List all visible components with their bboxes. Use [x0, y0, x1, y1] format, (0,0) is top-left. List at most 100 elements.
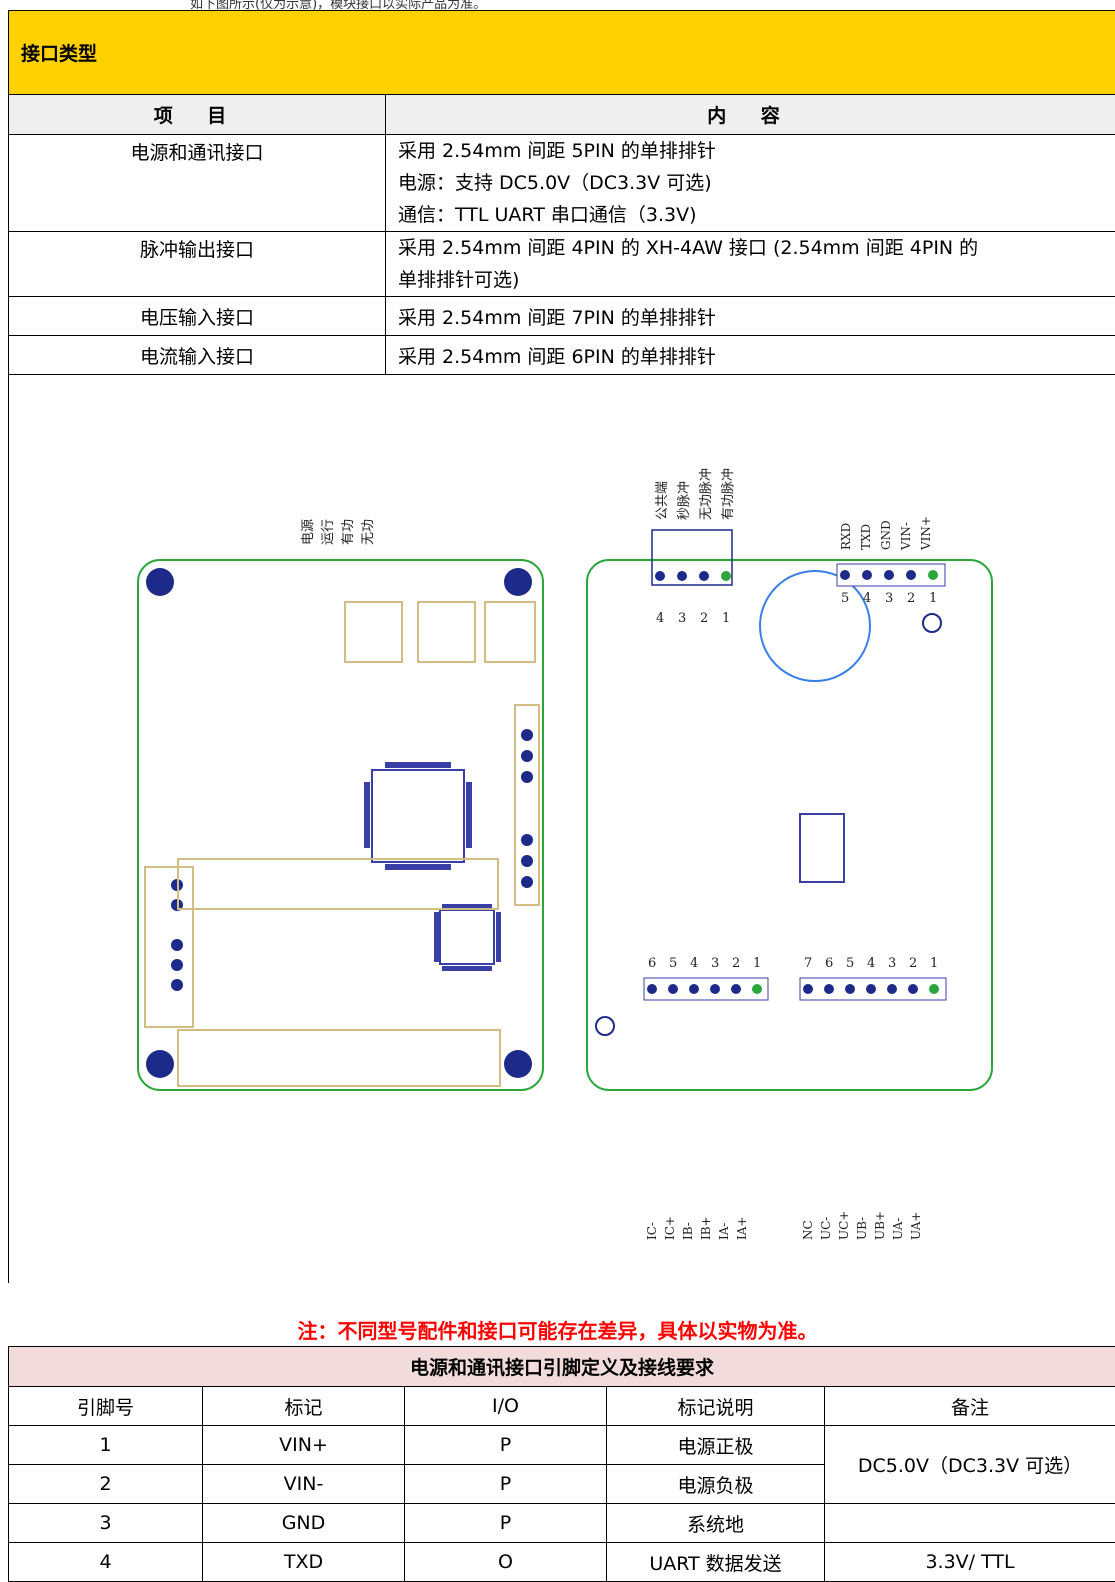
pcb-label: IB+	[699, 1216, 713, 1240]
pcb-label: 电源	[301, 519, 316, 545]
pcb-label: 1	[930, 956, 938, 971]
pin-dot	[887, 984, 897, 994]
pin-dot	[929, 984, 939, 994]
pcb-label: GND	[879, 520, 893, 550]
cell: P	[405, 1504, 607, 1543]
pin-dot	[710, 984, 720, 994]
cell: VIN-	[203, 1465, 405, 1504]
content-line: 采用 2.54mm 间距 4PIN 的 XH-4AW 接口 (2.54mm 间距…	[398, 232, 1103, 264]
cell: 电源正极	[607, 1426, 825, 1465]
left-board-outline	[138, 560, 543, 1090]
cell: 1	[9, 1426, 203, 1465]
item-voltage: 电压输入接口	[9, 297, 386, 336]
content-line: 采用 2.54mm 间距 5PIN 的单排排针	[398, 135, 1103, 167]
header-mark: 标记	[203, 1387, 405, 1426]
pcb-label: IC-	[645, 1222, 659, 1240]
pin-dot	[647, 984, 657, 994]
buzzer	[760, 571, 870, 681]
cell: 2	[9, 1465, 203, 1504]
current-header	[644, 978, 768, 1000]
pin-dot	[689, 984, 699, 994]
metering-chip	[434, 904, 501, 971]
right-header-connector	[515, 705, 539, 905]
cell: GND	[203, 1504, 405, 1543]
pcb-label: 5	[669, 956, 677, 971]
pcb-label: VIN+	[919, 516, 933, 551]
pin-dot	[824, 984, 834, 994]
resistor-array	[178, 859, 500, 1086]
pcb-label: 无功脉冲	[699, 468, 714, 520]
pcb-label: 6	[648, 956, 656, 971]
pcb-label: 6	[825, 956, 833, 971]
section-title: 接口类型	[9, 11, 1115, 95]
pcb-label: IA+	[735, 1217, 749, 1240]
pcb-label: 4	[690, 956, 698, 971]
pcb-label: 3	[885, 591, 893, 606]
right-board-outline	[587, 560, 992, 1090]
left-header-connector	[145, 867, 193, 1027]
pcb-label: IC+	[663, 1216, 677, 1240]
pin-dot	[866, 984, 876, 994]
content-current: 采用 2.54mm 间距 6PIN 的单排排针	[386, 336, 1115, 375]
pin-dot	[677, 571, 687, 581]
cell: 系统地	[607, 1504, 825, 1543]
cell: UART 数据发送	[607, 1543, 825, 1582]
pcb-label: 4	[656, 611, 664, 626]
pcb-label: 4	[863, 591, 871, 606]
content-line: 电源：支持 DC5.0V（DC3.3V 可选)	[398, 167, 1103, 199]
pcb-label: UA+	[909, 1212, 923, 1240]
table-row: 4 TXD O UART 数据发送 3.3V/ TTL	[9, 1543, 1115, 1582]
pin-dot	[668, 984, 678, 994]
pin-dots	[647, 570, 939, 994]
mcu-chip	[364, 762, 472, 870]
cell: P	[405, 1465, 607, 1504]
pcb-label: 2	[907, 591, 915, 606]
cell: P	[405, 1426, 607, 1465]
pin-definition-table: 电源和通讯接口引脚定义及接线要求 引脚号 标记 I/O 标记说明 备注 1 VI…	[8, 1346, 1115, 1582]
pin-dot	[699, 571, 709, 581]
content-line: 通信：TTL UART 串口通信（3.3V)	[398, 199, 1103, 231]
pcb-label: 7	[804, 956, 812, 971]
header-remark: 备注	[825, 1387, 1115, 1426]
pin-dot	[884, 570, 894, 580]
cell	[825, 1504, 1115, 1543]
cell: 4	[9, 1543, 203, 1582]
pcb-label: 2	[909, 956, 917, 971]
pcb-label: 2	[700, 611, 708, 626]
pcb-label: 有功脉冲	[721, 468, 736, 520]
note-text: 注：不同型号配件和接口可能存在差异，具体以实物为准。	[0, 1315, 1115, 1344]
pcb-label: 5	[846, 956, 854, 971]
pcb-label: 公共端	[655, 481, 670, 520]
right-hole-bottom	[596, 1017, 614, 1035]
pcb-label: IB-	[681, 1222, 695, 1240]
col-item-header: 项 目	[9, 95, 386, 135]
pcb-label: 3	[678, 611, 686, 626]
pcb-label: TXD	[859, 524, 873, 550]
pin-dot	[803, 984, 813, 994]
top-cut-fragment: 如下图所示(仅为示意)，模块接口以实际产品为准。	[0, 0, 1115, 10]
sop-chip	[800, 814, 844, 882]
item-current: 电流输入接口	[9, 336, 386, 375]
item-power-comm: 电源和通讯接口	[9, 135, 386, 232]
pin-dot	[752, 984, 762, 994]
pin-dot	[845, 984, 855, 994]
pcb-label: UA-	[891, 1218, 905, 1240]
pcb-label: 无功	[361, 519, 376, 545]
pin-table-title: 电源和通讯接口引脚定义及接线要求	[9, 1347, 1115, 1387]
cell-remark-merged: DC5.0V（DC3.3V 可选）	[825, 1426, 1115, 1504]
pcb-label: UC+	[837, 1211, 851, 1240]
content-pulse: 采用 2.54mm 间距 4PIN 的 XH-4AW 接口 (2.54mm 间距…	[386, 232, 1115, 297]
pin-dot	[908, 984, 918, 994]
pcb-label: IA-	[717, 1223, 731, 1240]
cell: VIN+	[203, 1426, 405, 1465]
item-pulse: 脉冲输出接口	[9, 232, 386, 297]
pin-dot	[928, 570, 938, 580]
content-power-comm: 采用 2.54mm 间距 5PIN 的单排排针 电源：支持 DC5.0V（DC3…	[386, 135, 1115, 232]
pcb-label: 1	[929, 591, 937, 606]
pin-dot	[840, 570, 850, 580]
cell: 3.3V/ TTL	[825, 1543, 1115, 1582]
pcb-label: 3	[888, 956, 896, 971]
header-pin: 引脚号	[9, 1387, 203, 1426]
pcb-label: 有功	[341, 519, 356, 545]
header-io: I/O	[405, 1387, 607, 1426]
